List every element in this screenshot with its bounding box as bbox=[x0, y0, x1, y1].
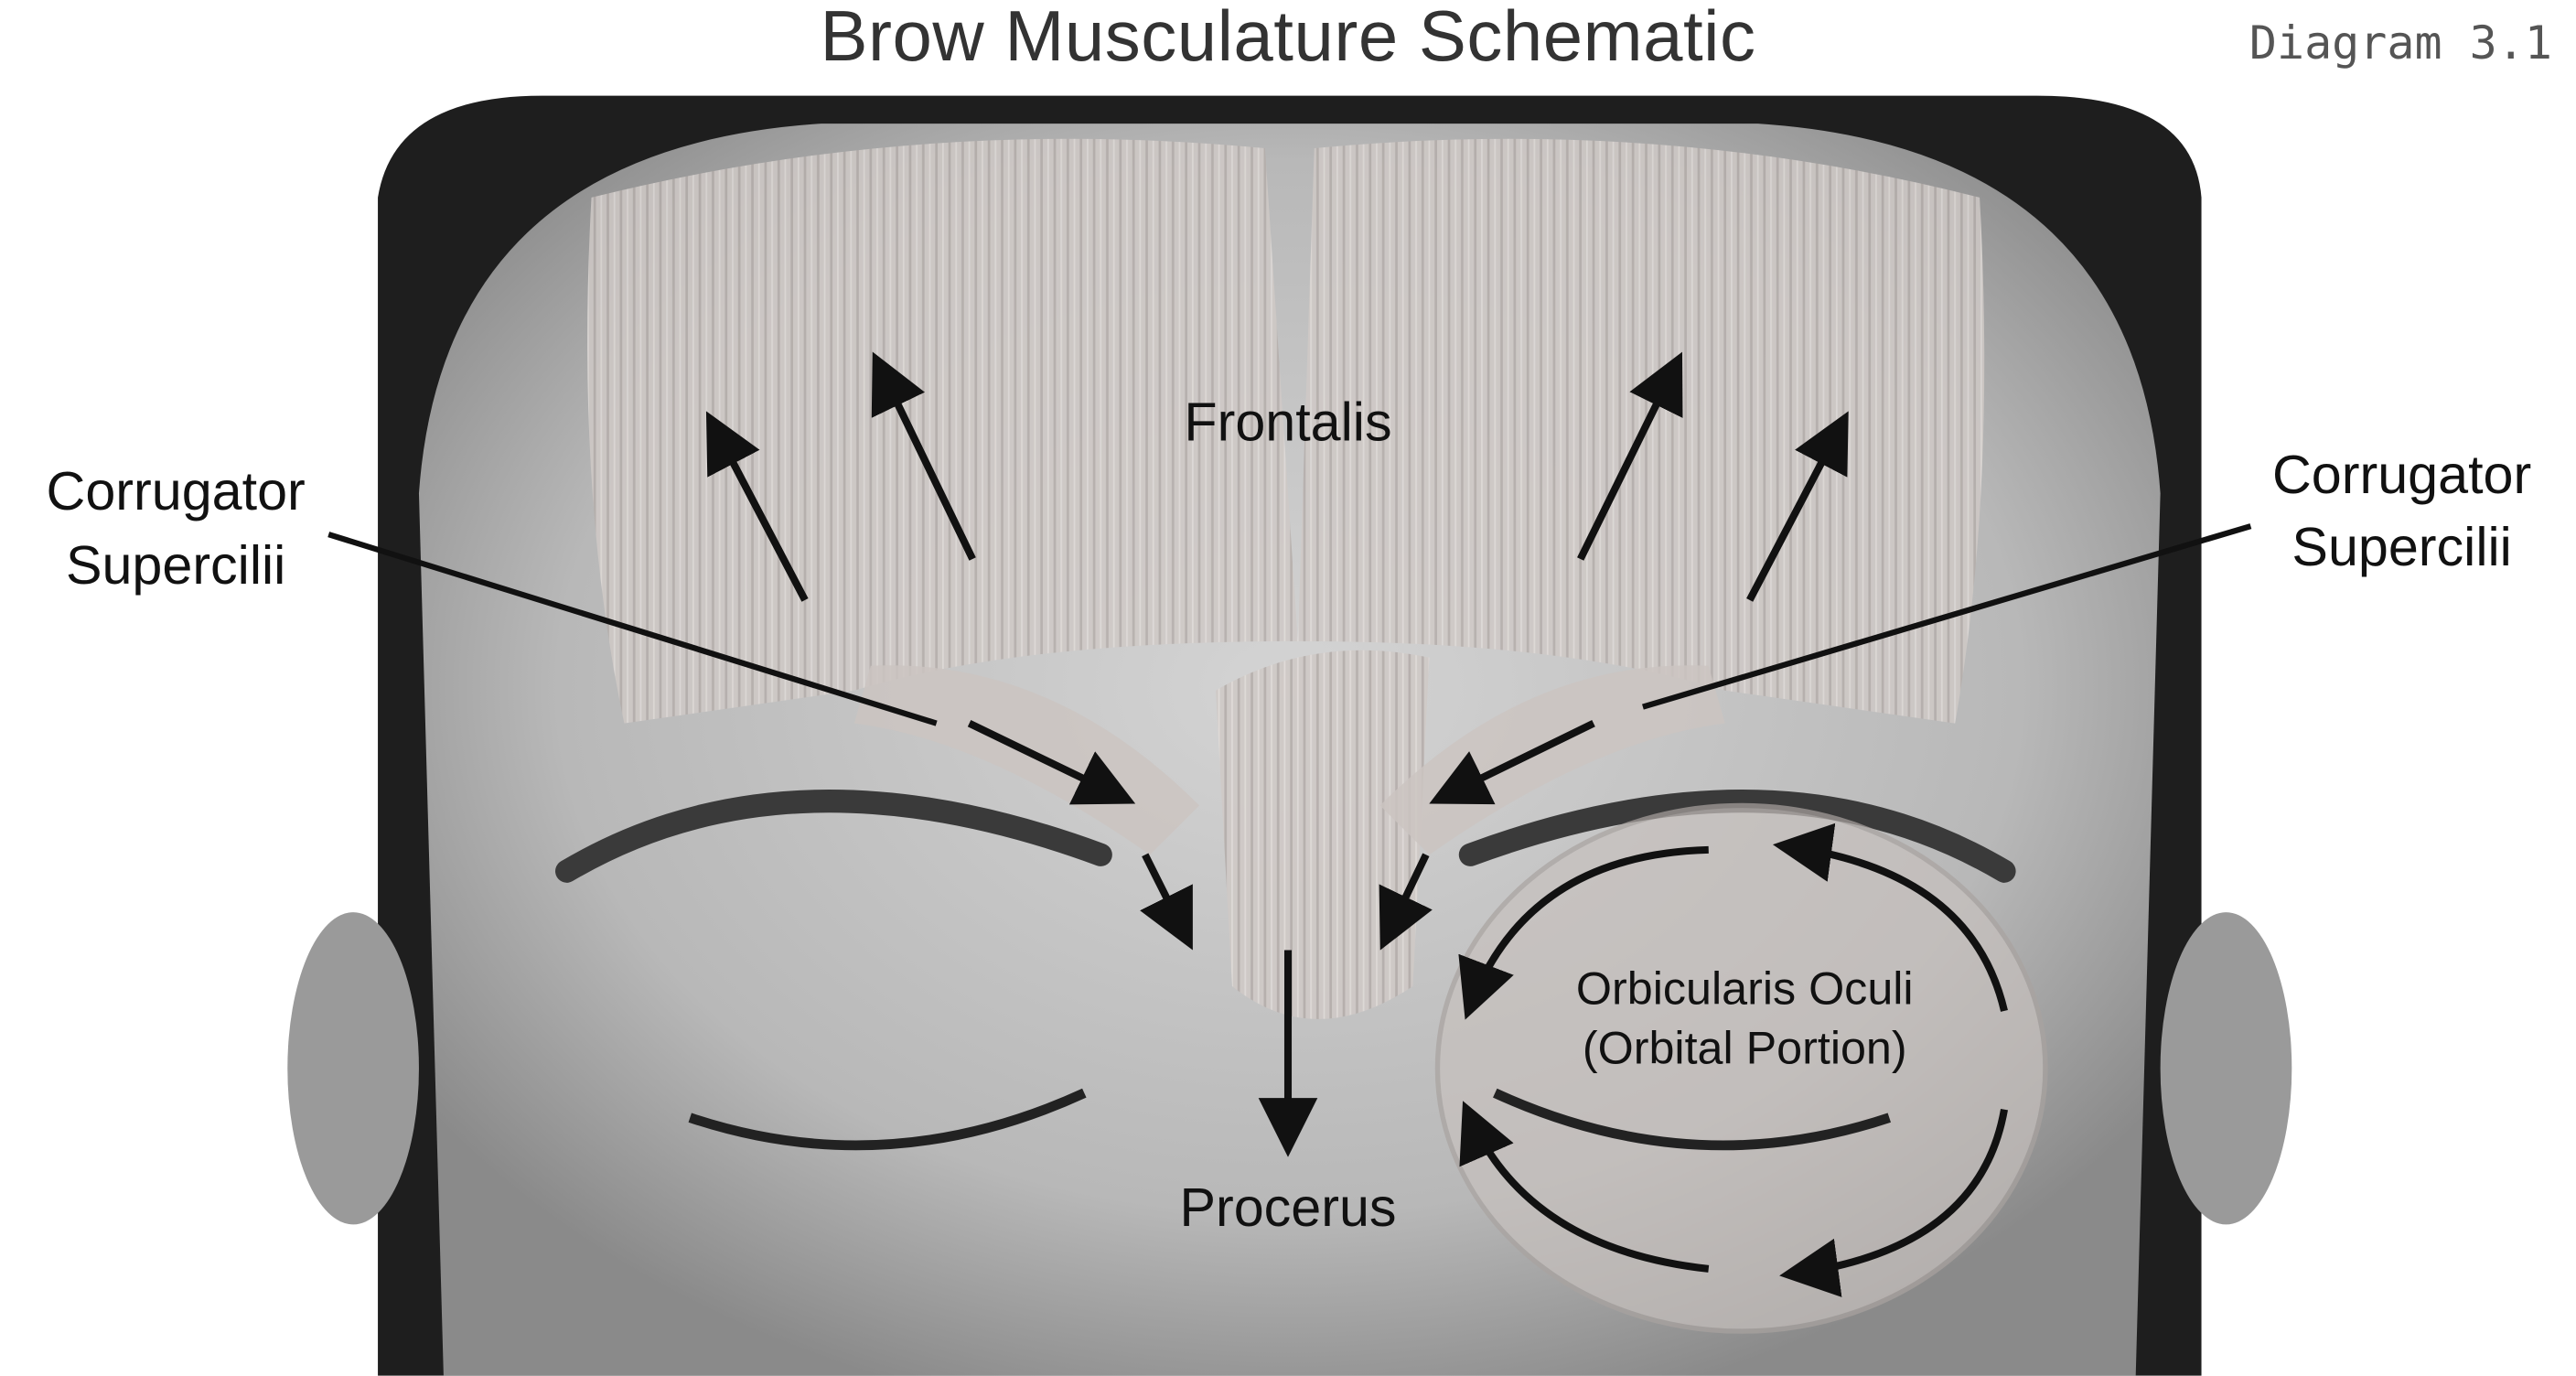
label-frontalis: Frontalis bbox=[1184, 392, 1391, 453]
corrugator-left bbox=[853, 665, 1200, 855]
corrugator-right-arrow bbox=[1429, 719, 1595, 805]
corrugator-right-leader bbox=[1642, 523, 2252, 710]
frontalis-arrow bbox=[871, 351, 976, 561]
frontalis-arrow bbox=[705, 411, 809, 602]
corrugator-left-arrow-lower bbox=[1140, 853, 1193, 951]
corrugator-right bbox=[1379, 665, 1725, 855]
label-orbicularis-2: (Orbital Portion) bbox=[1583, 1021, 1907, 1073]
right-eye bbox=[1493, 1088, 1892, 1151]
right-ear bbox=[2160, 912, 2292, 1225]
label-corrugator-right-1: Corrugator bbox=[2272, 444, 2531, 505]
corrugator-right-arrow-lower bbox=[1379, 853, 1433, 951]
frontalis-arrow bbox=[1746, 411, 1849, 602]
orbicularis-arrow bbox=[1772, 822, 2008, 1012]
right-eyebrow bbox=[1458, 790, 2016, 883]
frontalis-left bbox=[587, 138, 1298, 724]
label-orbicularis-1: Orbicularis Oculi bbox=[1576, 962, 1914, 1015]
corrugator-left-arrow bbox=[967, 719, 1136, 805]
label-corrugator-left-2: Supercilii bbox=[66, 534, 285, 596]
arrows bbox=[327, 351, 2252, 1297]
diagram-number: Diagram 3.1 bbox=[2249, 16, 2552, 70]
procerus-muscle bbox=[1215, 650, 1430, 1019]
corrugator-left-leader bbox=[327, 532, 938, 726]
left-ear bbox=[287, 912, 419, 1225]
orbicularis-arrow bbox=[1459, 1101, 1710, 1273]
orbicularis-arrow bbox=[1779, 1108, 2008, 1297]
frontalis-arrow bbox=[1577, 351, 1683, 561]
left-eyebrow bbox=[555, 790, 1112, 883]
left-eye bbox=[688, 1088, 1087, 1151]
orbicularis-arrow bbox=[1458, 845, 1709, 1020]
label-corrugator-left-1: Corrugator bbox=[47, 460, 306, 521]
diagram-title: Brow Musculature Schematic bbox=[820, 0, 1756, 76]
label-corrugator-right-2: Supercilii bbox=[2292, 516, 2511, 577]
orbicularis-oculi-muscle bbox=[1434, 802, 2048, 1334]
label-procerus: Procerus bbox=[1179, 1177, 1396, 1238]
